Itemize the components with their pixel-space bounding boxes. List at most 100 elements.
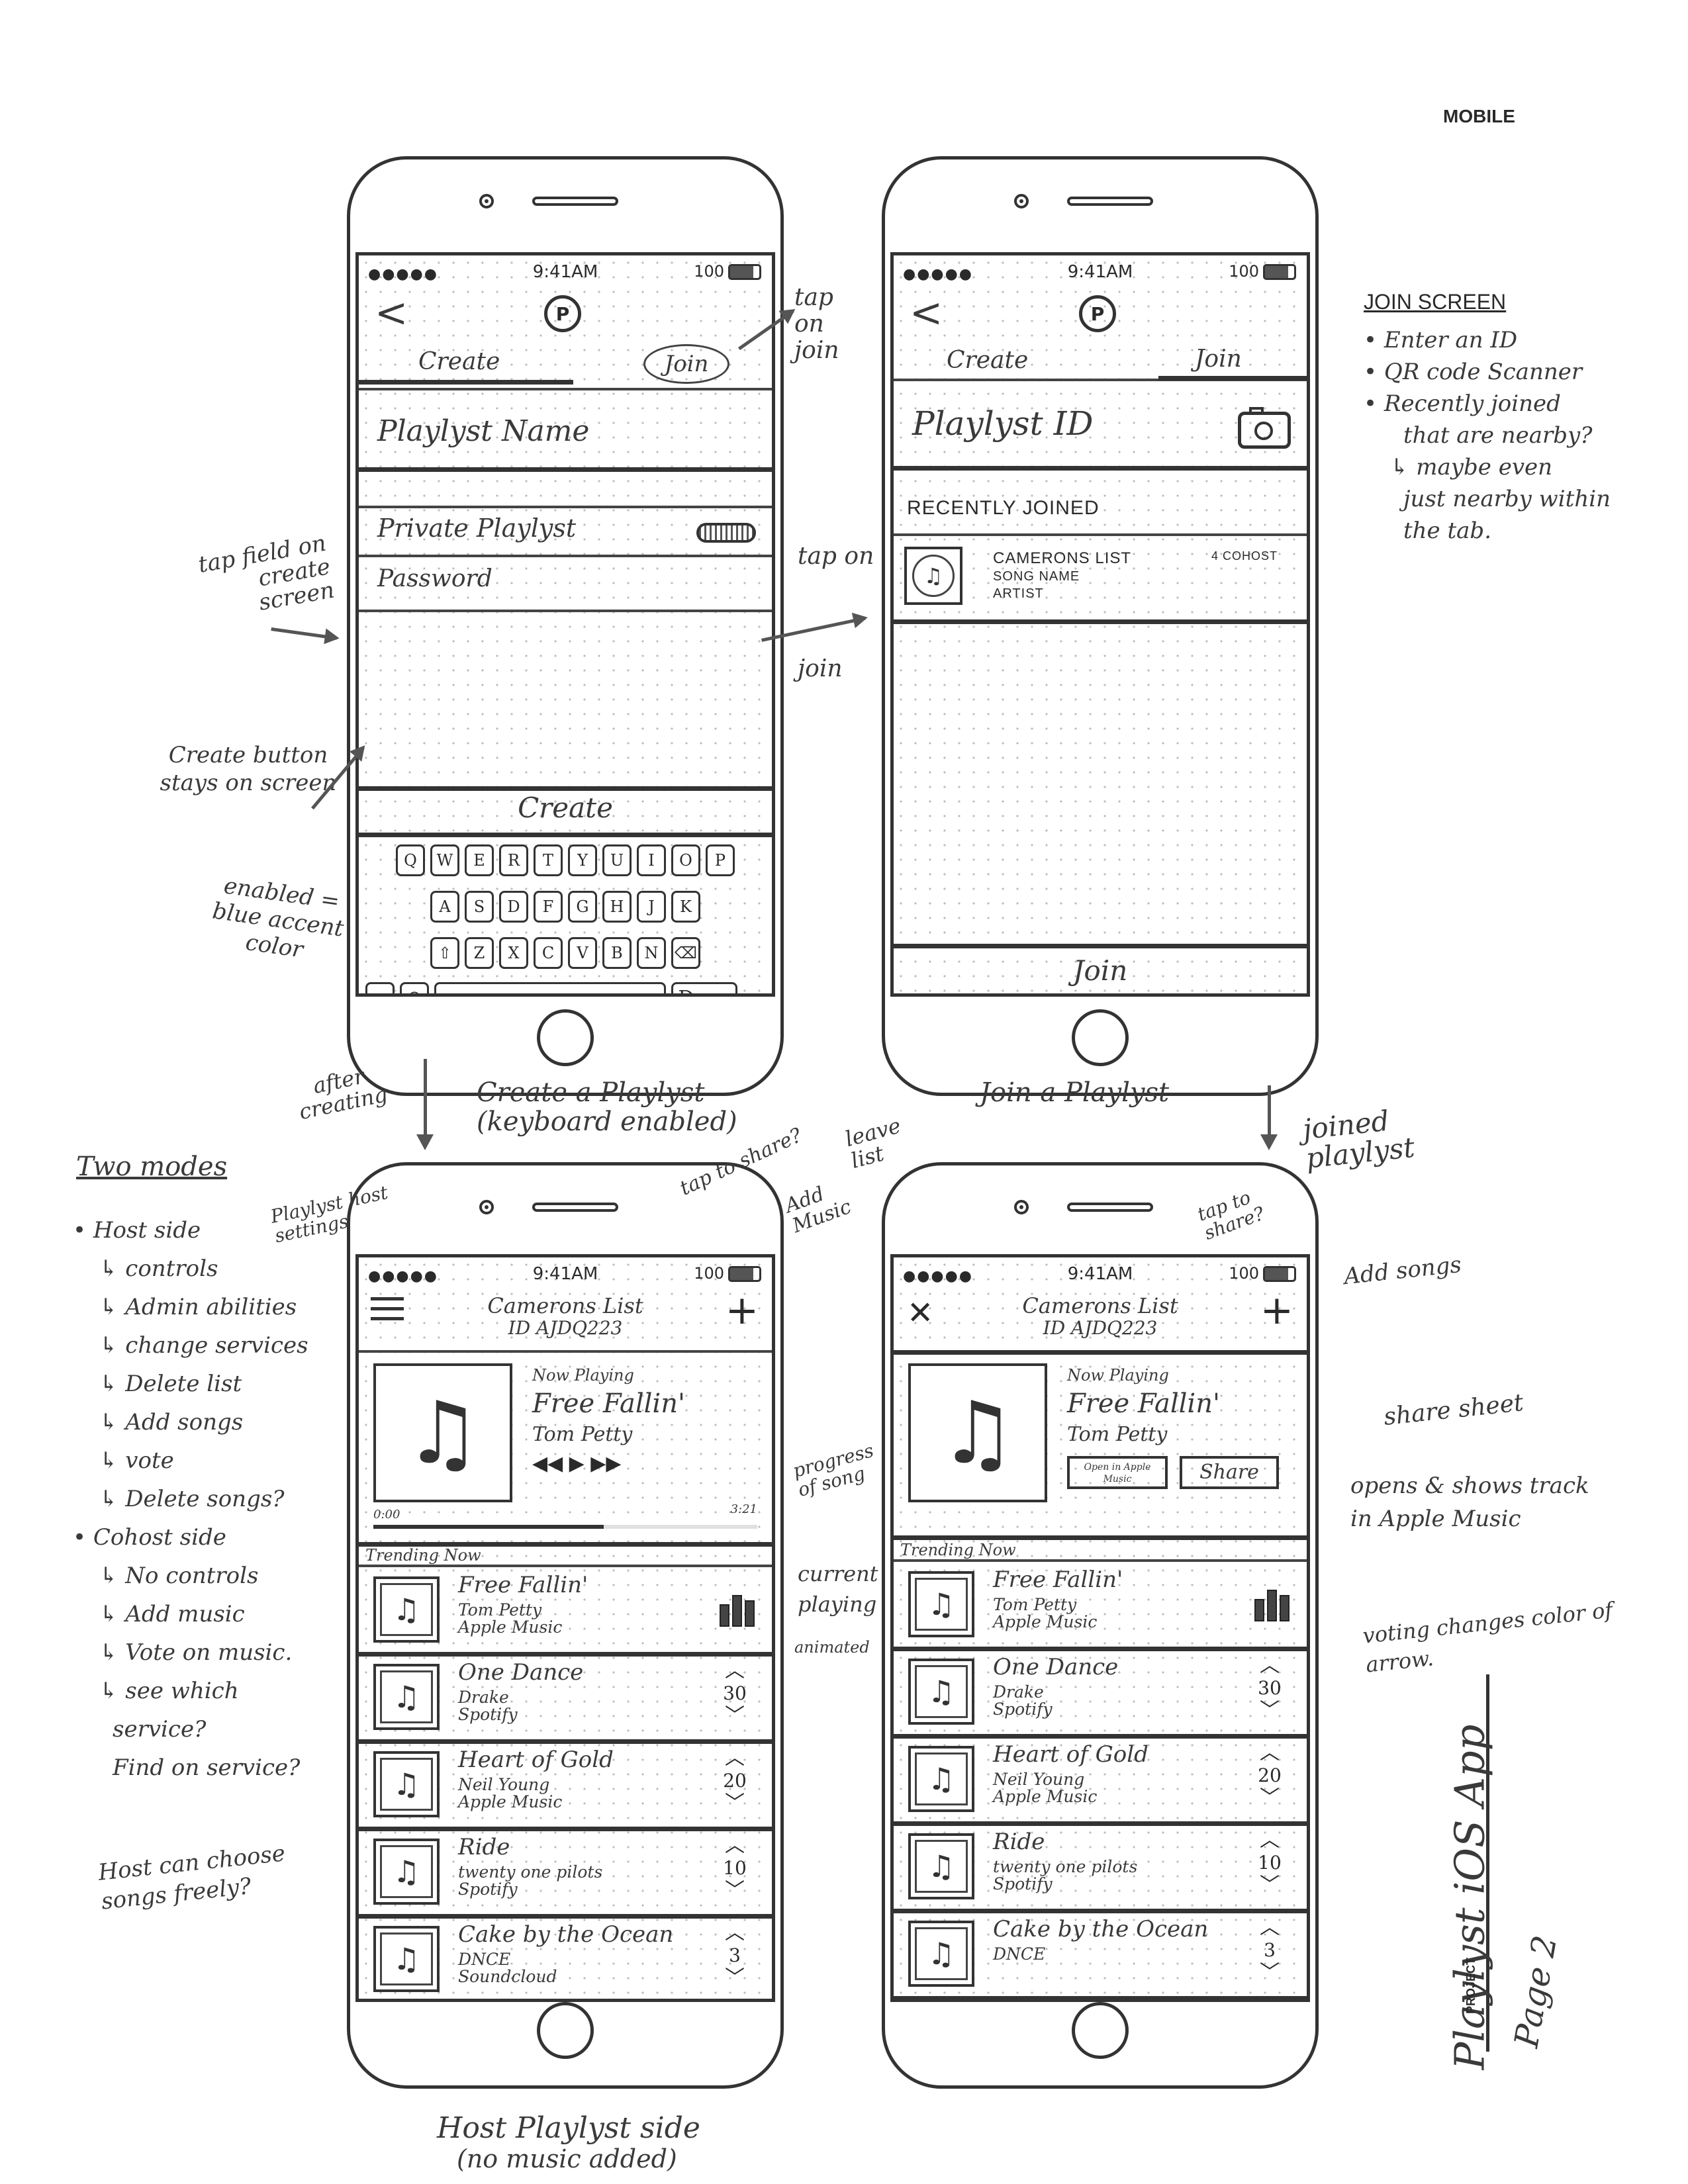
keyboard-key[interactable]: G xyxy=(568,891,597,923)
arrow-icon xyxy=(271,627,338,640)
private-toggle[interactable] xyxy=(696,523,756,543)
keyboard-key[interactable]: J xyxy=(637,891,666,923)
keyboard-key[interactable]: Y xyxy=(568,844,597,876)
keyboard-key[interactable]: F xyxy=(534,891,563,923)
back-button[interactable]: < xyxy=(910,290,943,336)
upvote-arrow-icon[interactable]: ︿ xyxy=(725,1747,745,1770)
keyboard-key[interactable]: H xyxy=(602,891,632,923)
keyboard-key[interactable]: I xyxy=(637,844,666,876)
speaker-grille xyxy=(1067,1203,1153,1212)
upvote-arrow-icon[interactable]: ︿ xyxy=(1260,1741,1280,1764)
home-button[interactable] xyxy=(1072,1009,1129,1066)
keyboard-key[interactable]: X xyxy=(499,937,528,969)
tab-create[interactable]: Create xyxy=(947,347,1029,374)
playback-controls[interactable]: ◀◀ ▶ ▶▶ xyxy=(532,1452,622,1475)
note-progress: progress of song xyxy=(790,1439,876,1502)
key-123[interactable]: 123 xyxy=(365,982,395,993)
keyboard-key[interactable]: ⇧ xyxy=(430,937,459,969)
keyboard-key[interactable]: V xyxy=(568,937,597,969)
home-button[interactable] xyxy=(537,1009,594,1066)
status-bar: ●●●●● 9:41AM 100 xyxy=(894,1261,1307,1288)
keyboard-key[interactable]: O xyxy=(671,844,700,876)
status-bar: ●●●●● 9:41AM 100 xyxy=(359,1261,772,1288)
recent-list-title[interactable]: CAMERONS LIST xyxy=(993,549,1132,567)
downvote-arrow-icon[interactable]: ﹀ xyxy=(1260,1699,1280,1722)
downvote-arrow-icon[interactable]: ﹀ xyxy=(1260,1961,1280,1984)
keyboard-key[interactable]: P xyxy=(706,844,735,876)
caption-join: Join a Playlyst xyxy=(980,1077,1170,1108)
space-key[interactable]: space xyxy=(434,982,666,993)
keyboard-key[interactable]: U xyxy=(602,844,632,876)
downvote-arrow-icon[interactable]: ﹀ xyxy=(725,1792,745,1815)
password-input[interactable]: Password xyxy=(377,565,492,592)
downvote-arrow-icon[interactable]: ﹀ xyxy=(725,1966,745,1989)
settings-sliders-icon[interactable] xyxy=(371,1297,404,1320)
song-title: Free Fallin' xyxy=(458,1572,588,1598)
back-button[interactable]: < xyxy=(375,290,408,336)
downvote-arrow-icon[interactable]: ﹀ xyxy=(1260,1786,1280,1809)
keyboard-key[interactable]: N xyxy=(637,937,666,969)
playlyst-id-input[interactable]: Playlyst ID xyxy=(912,404,1094,443)
now-playing-track: Free Fallin' xyxy=(532,1388,685,1419)
home-button[interactable] xyxy=(537,2002,594,2059)
create-button[interactable]: Create xyxy=(518,792,613,824)
join-button[interactable]: Join xyxy=(1072,954,1128,987)
upvote-arrow-icon[interactable]: ︿ xyxy=(725,1921,745,1944)
add-music-button[interactable]: + xyxy=(725,1287,759,1334)
downvote-arrow-icon[interactable]: ﹀ xyxy=(725,1879,745,1902)
keyboard-key[interactable]: Z xyxy=(465,937,494,969)
emoji-key-icon[interactable]: ☺ xyxy=(400,982,429,993)
camera-icon[interactable] xyxy=(1238,407,1291,449)
keyboard-key[interactable]: ⌫ xyxy=(671,937,700,969)
playlist-title[interactable]: Camerons List xyxy=(1022,1293,1178,1318)
keyboard-key[interactable]: E xyxy=(465,844,494,876)
upvote-arrow-icon[interactable]: ︿ xyxy=(1260,1916,1280,1939)
keyboard-key[interactable]: R xyxy=(499,844,528,876)
playlyst-name-input[interactable]: Playlyst Name xyxy=(377,414,590,448)
song-album-art: ♫ xyxy=(373,1664,440,1730)
upvote-arrow-icon[interactable]: ︿ xyxy=(1260,1654,1280,1677)
keyboard-key[interactable]: T xyxy=(534,844,563,876)
tab-join[interactable]: Join xyxy=(1195,345,1242,373)
keyboard-key[interactable]: K xyxy=(671,891,700,923)
downvote-arrow-icon[interactable]: ﹀ xyxy=(725,1704,745,1727)
keyboard-key[interactable]: D xyxy=(499,891,528,923)
note-current-playing: current playing xyxy=(798,1561,878,1617)
downvote-arrow-icon[interactable]: ﹀ xyxy=(1260,1874,1280,1897)
keyboard-key[interactable]: S xyxy=(465,891,494,923)
progress-track[interactable] xyxy=(373,1525,757,1529)
song-title: One Dance xyxy=(458,1659,584,1686)
logo-letter: P xyxy=(1090,302,1105,325)
keyboard-key[interactable]: W xyxy=(430,844,459,876)
close-icon[interactable]: ✕ xyxy=(907,1295,934,1332)
keyboard-key[interactable]: Q xyxy=(396,844,425,876)
done-key[interactable]: Done xyxy=(671,982,737,993)
home-button[interactable] xyxy=(1072,2002,1129,2059)
music-note-icon: ♫ xyxy=(915,1665,968,1718)
keyboard-key[interactable]: A xyxy=(430,891,459,923)
join-screen-notes: • Enter an ID• QR code Scanner• Recently… xyxy=(1364,324,1642,547)
now-playing-label: Now Playing xyxy=(532,1366,634,1385)
song-title: Free Fallin' xyxy=(993,1567,1123,1593)
tab-join[interactable]: Join xyxy=(643,344,729,384)
playlist-title[interactable]: Camerons List xyxy=(487,1293,643,1318)
upvote-arrow-icon[interactable]: ︿ xyxy=(1260,1829,1280,1852)
keyboard-key[interactable]: B xyxy=(602,937,632,969)
add-songs-button[interactable]: + xyxy=(1260,1287,1293,1334)
open-in-apple-music-button[interactable]: Open in Apple Music xyxy=(1067,1456,1168,1489)
upvote-arrow-icon[interactable]: ︿ xyxy=(725,1834,745,1857)
upvote-arrow-icon[interactable]: ︿ xyxy=(725,1659,745,1682)
keyboard-key[interactable]: C xyxy=(534,937,563,969)
share-button[interactable]: Share xyxy=(1180,1456,1279,1489)
tab-create[interactable]: Create xyxy=(418,348,500,375)
